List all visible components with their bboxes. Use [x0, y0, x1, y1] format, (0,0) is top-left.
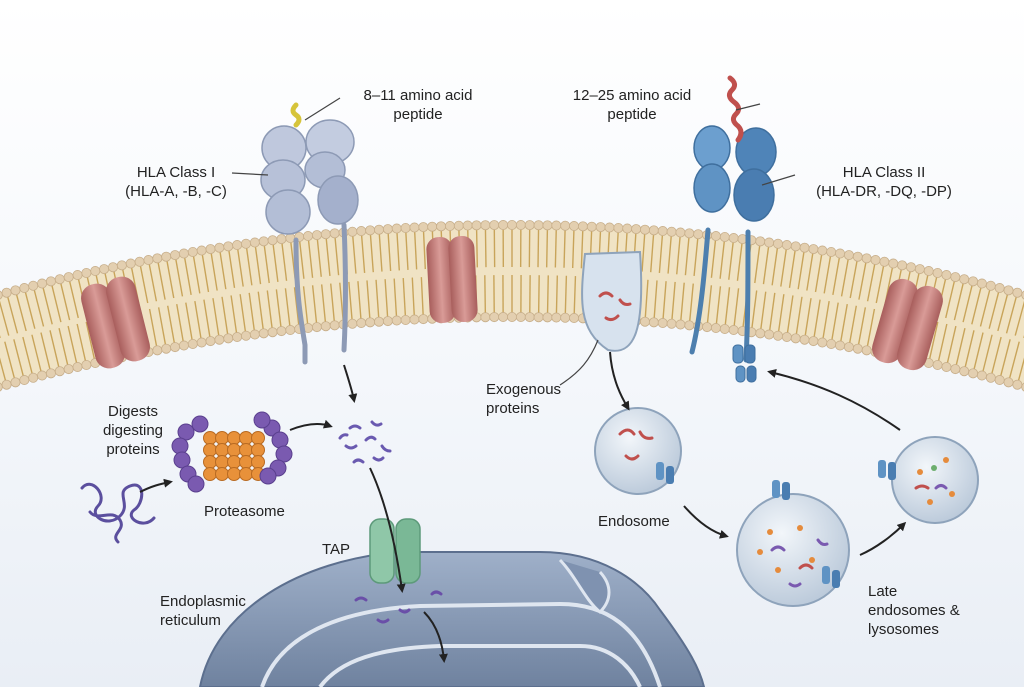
- label-endosome: Endosome: [598, 513, 670, 530]
- er-peptides: [354, 590, 443, 624]
- lysosome-vesicle: [878, 436, 979, 524]
- pathway-arrows: [139, 351, 907, 663]
- hla-class-2-molecule: [689, 75, 777, 363]
- channel-protein-right: [872, 278, 943, 371]
- channel-protein-center: [426, 235, 478, 324]
- label-proteasome: Proteasome: [204, 503, 285, 520]
- hla-class-2-surface-inserted: [732, 344, 757, 383]
- cell-membrane: [0, 219, 1024, 392]
- channel-protein-left: [81, 276, 150, 369]
- protein-chain: [80, 482, 156, 544]
- endosome-vesicle: [594, 407, 682, 495]
- label-tap: TAP: [322, 541, 351, 558]
- label-hla-class-1: HLA Class I(HLA-A, -B, -C): [125, 164, 227, 200]
- late-endosome-vesicle: [736, 480, 850, 607]
- tap-transporter: [369, 518, 421, 584]
- hla-class-1-molecule: [260, 102, 359, 365]
- endoplasmic-reticulum: [198, 551, 706, 687]
- peptide-fragments: [338, 420, 392, 464]
- endocytic-pit: [581, 250, 643, 352]
- leader-lines: [231, 97, 796, 386]
- proteasome: [171, 411, 293, 493]
- label-hla-class-2: HLA Class II(HLA-DR, -DQ, -DP): [816, 164, 952, 200]
